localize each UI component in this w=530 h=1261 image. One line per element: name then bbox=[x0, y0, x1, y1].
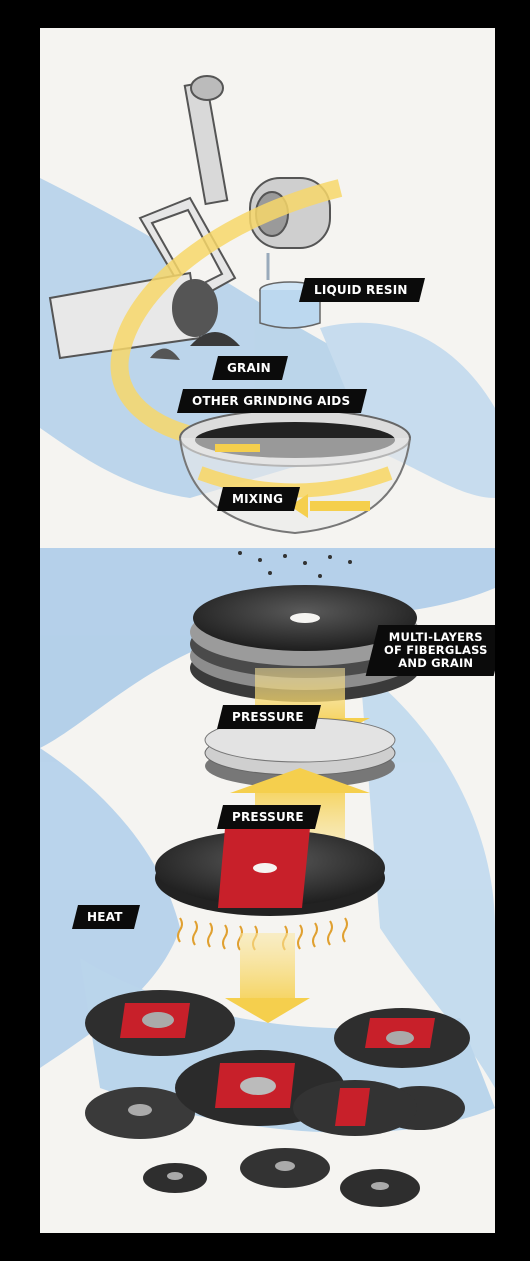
mixing-bowl bbox=[180, 410, 410, 533]
finished-discs bbox=[85, 990, 470, 1207]
label-other-grinding-aids: OTHER GRINDING AIDS bbox=[177, 389, 367, 413]
label-heat: HEAT bbox=[72, 905, 140, 929]
illustration-panel: LIQUID RESIN GRAIN OTHER GRINDING AIDS M… bbox=[40, 28, 495, 1233]
label-multi-layers: MULTI-LAYERS OF FIBERGLASS AND GRAIN bbox=[366, 625, 495, 676]
label-pressure-bottom: PRESSURE bbox=[217, 805, 321, 829]
label-liquid-resin: LIQUID RESIN bbox=[299, 278, 425, 302]
final-arrow bbox=[240, 933, 295, 1003]
label-grain: GRAIN bbox=[212, 356, 288, 380]
label-pressure-top: PRESSURE bbox=[217, 705, 321, 729]
label-mixing: MIXING bbox=[217, 487, 300, 511]
heated-disc bbox=[155, 828, 385, 916]
